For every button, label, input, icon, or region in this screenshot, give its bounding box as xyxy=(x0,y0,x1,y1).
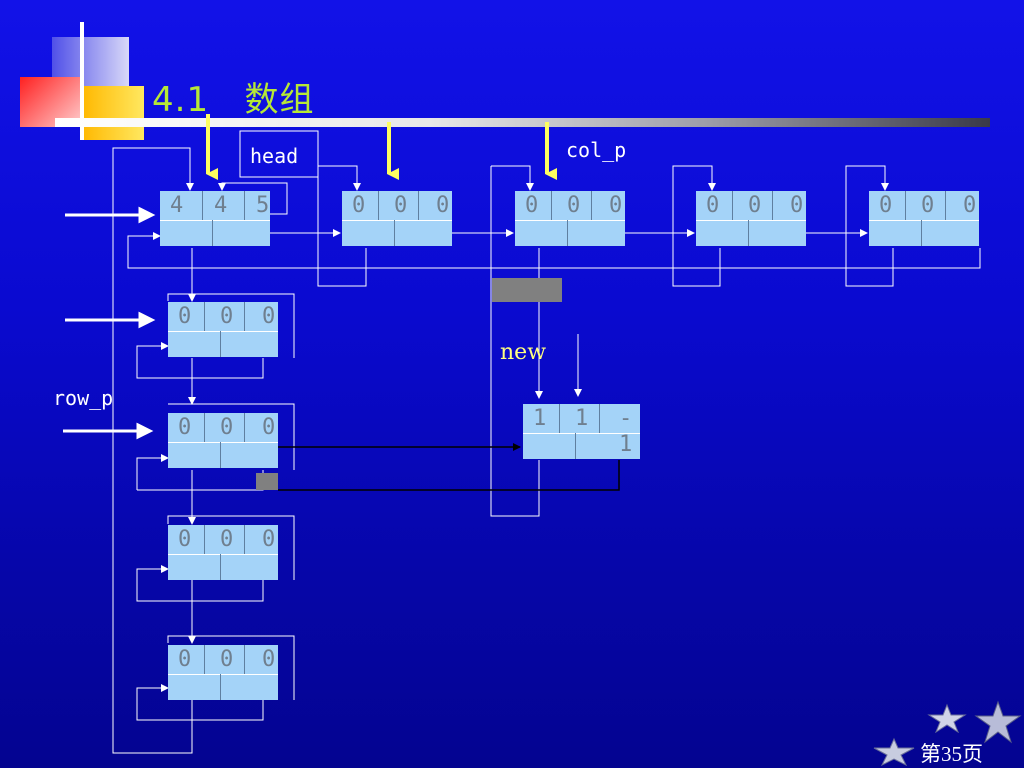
node-field: 0 xyxy=(178,415,192,440)
col4-self-loop xyxy=(845,165,894,287)
gray-placeholder-bottom xyxy=(256,473,278,490)
decor-square-yellow xyxy=(82,86,144,140)
node-field: 0 xyxy=(394,193,408,218)
node-field: 0 xyxy=(178,527,192,552)
slide-title: 4.1 数组 xyxy=(152,72,315,121)
node-field: 0 xyxy=(879,193,893,218)
node-field: 0 xyxy=(178,304,192,329)
node-field: 0 xyxy=(567,193,581,218)
new-node-field-row: 1 xyxy=(533,406,547,431)
head-node-field-rows: 4 xyxy=(170,193,184,218)
node-field: 0 xyxy=(262,415,276,440)
col-p-label: col_p xyxy=(566,138,627,162)
column-head-node-1: 0 0 0 xyxy=(342,191,452,246)
node-field: 0 xyxy=(220,304,234,329)
node-field: 0 xyxy=(262,527,276,552)
decor-line-vertical xyxy=(80,22,84,140)
new-node: 1 1 -1 xyxy=(523,404,640,459)
row3-self-loop xyxy=(136,515,295,602)
gray-placeholder-top xyxy=(492,278,562,302)
row4-self-loop xyxy=(136,635,295,721)
prev-slide-star-icon[interactable] xyxy=(872,737,916,767)
head-node-field-count: 5 xyxy=(256,193,270,218)
node-field: 0 xyxy=(525,193,539,218)
col2-self-loop xyxy=(491,165,534,191)
column-head-node-2: 0 0 0 xyxy=(515,191,625,246)
last-slide-star-icon[interactable] xyxy=(974,700,1022,744)
page-number-label: 第35页 xyxy=(920,742,983,766)
column-head-node-4: 0 0 0 xyxy=(869,191,979,246)
row-p-label: row_p xyxy=(53,386,114,410)
node-field: 0 xyxy=(262,304,276,329)
section-number: 4.1 xyxy=(152,80,210,120)
node-field: 0 xyxy=(262,647,276,672)
row2-bottom xyxy=(137,470,264,491)
section-title: 数组 xyxy=(244,80,315,120)
column-head-node-3: 0 0 0 xyxy=(696,191,806,246)
new-node-field-value: -1 xyxy=(619,406,633,457)
node-field: 0 xyxy=(609,193,623,218)
col1-self-loop xyxy=(317,134,367,287)
node-field: 0 xyxy=(921,193,935,218)
left-loop xyxy=(112,147,194,754)
node-field: 0 xyxy=(706,193,720,218)
row2-self-loop xyxy=(136,403,295,490)
col2-outer-loop xyxy=(490,166,540,517)
col3-self-loop xyxy=(672,165,721,287)
title-underline-bar xyxy=(55,118,990,127)
head-label: head xyxy=(250,144,299,168)
node-field: 0 xyxy=(963,193,977,218)
row1-self-loop xyxy=(136,293,295,379)
row-head-node-4: 0 0 0 xyxy=(168,645,278,700)
head-node-field-cols: 4 xyxy=(214,193,228,218)
node-field: 0 xyxy=(748,193,762,218)
new-node-field-col: 1 xyxy=(575,406,589,431)
new-to-row2-return xyxy=(278,460,620,491)
head-node: 4 4 5 xyxy=(160,191,270,246)
row-head-node-1: 0 0 0 xyxy=(168,302,278,357)
new-label: new xyxy=(500,340,547,365)
row-chain-loop xyxy=(127,232,981,269)
row-head-node-3: 0 0 0 xyxy=(168,525,278,580)
next-slide-star-icon[interactable] xyxy=(927,703,967,733)
head-self-loop xyxy=(218,182,288,215)
row-head-node-2: 0 0 0 xyxy=(168,413,278,468)
node-field: 0 xyxy=(220,527,234,552)
node-field: 0 xyxy=(220,415,234,440)
node-field: 0 xyxy=(352,193,366,218)
node-field: 0 xyxy=(178,647,192,672)
head-label-box xyxy=(239,130,319,178)
node-field: 0 xyxy=(436,193,450,218)
node-field: 0 xyxy=(790,193,804,218)
node-field: 0 xyxy=(220,647,234,672)
